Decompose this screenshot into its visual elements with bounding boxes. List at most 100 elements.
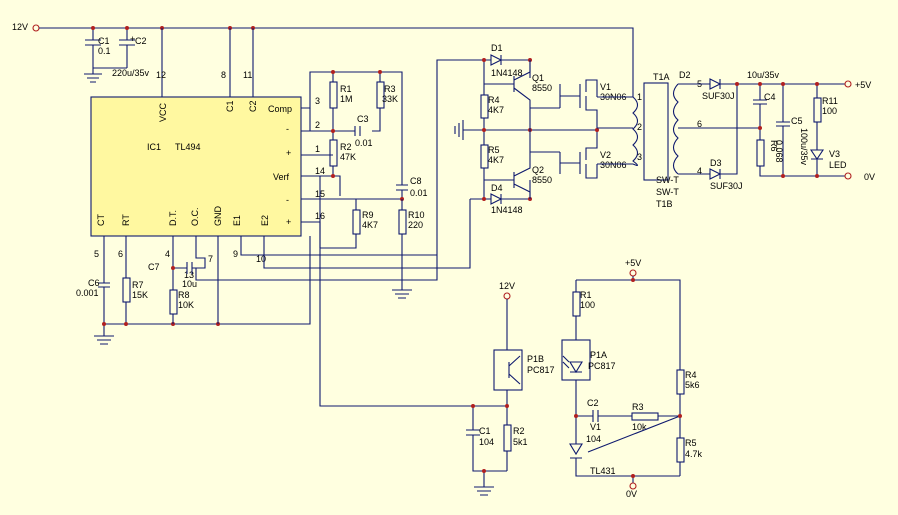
ground-driver [454,120,597,140]
svg-text:R11: R11 [822,96,838,106]
diode-d1 [470,54,531,78]
svg-text:R3: R3 [384,84,396,94]
ic1-part: TL494 [175,142,201,152]
svg-text:100: 100 [822,106,837,116]
cap-c4 [753,84,767,128]
c2-val: 220u/35v [112,68,150,78]
svg-text:+: + [286,217,291,227]
svg-text:TL431: TL431 [590,466,616,476]
svg-text:P1B: P1B [527,354,544,364]
svg-text:P1A: P1A [590,350,607,360]
svg-text:+5V: +5V [625,258,641,268]
svg-text:D1: D1 [491,43,503,53]
svg-text:E2: E2 [260,215,270,226]
ic1-ref: IC1 [147,142,161,152]
svg-text:33K: 33K [382,94,398,104]
diode-d3 [678,84,738,180]
cap-c6 [98,236,110,324]
svg-text:D4: D4 [491,183,503,193]
svg-text:0.001: 0.001 [76,288,99,298]
svg-text:8550: 8550 [532,175,552,185]
svg-text:-: - [286,195,289,205]
resistor-r1 [329,81,338,109]
svg-text:10k: 10k [632,422,647,432]
resistor-fb-r3 [631,412,659,421]
svg-text:0V: 0V [626,489,637,499]
optocoupler-p1b [493,349,523,391]
diode-d4 [470,180,531,205]
transistor-q1 [484,60,531,108]
svg-text:CT: CT [96,214,106,226]
svg-text:V1: V1 [600,82,611,92]
cap-fb-c1 [466,406,507,472]
svg-text:C2: C2 [248,100,258,112]
svg-text:100: 100 [580,300,595,310]
svg-text:V3: V3 [829,149,840,159]
diode-d2 [678,78,845,90]
svg-text:104: 104 [586,434,601,444]
svg-text:10u: 10u [182,279,197,289]
resistor-fb-r5 [676,437,685,463]
feedback-terminal-12v [503,292,511,300]
svg-text:Q2: Q2 [532,165,544,175]
svg-text:4K7: 4K7 [488,155,504,165]
svg-text:SW-T: SW-T [656,187,679,197]
svg-text:T1A: T1A [653,72,670,82]
svg-text:1: 1 [637,92,642,102]
svg-text:6: 6 [118,249,123,259]
feedback-terminal-0v [629,482,637,490]
resistor-r6 [756,139,765,167]
wire-12v-rail [39,27,634,97]
svg-text:3: 3 [315,96,320,106]
svg-text:+: + [286,148,291,158]
svg-text:SUF30J: SUF30J [710,181,743,191]
svg-text:5k6: 5k6 [685,380,700,390]
svg-text:47K: 47K [340,152,356,162]
svg-text:V2: V2 [600,150,611,160]
svg-text:220: 220 [408,220,423,230]
svg-text:3: 3 [637,152,642,162]
svg-text:C1: C1 [225,100,235,112]
svg-text:11: 11 [243,70,252,80]
svg-text:5k1: 5k1 [513,437,528,447]
svg-text:R3: R3 [632,402,644,412]
svg-text:R9: R9 [362,210,374,220]
svg-text:2: 2 [315,120,320,130]
svg-text:LED: LED [829,160,847,170]
svg-text:R5: R5 [488,145,500,155]
regulator-tl431 [569,415,681,484]
svg-text:C2: C2 [587,398,599,408]
input-terminal-12v [32,24,40,32]
svg-text:Q1: Q1 [532,73,544,83]
svg-text:R6: R6 [769,140,779,152]
svg-text:+: + [130,34,135,44]
svg-text:PC817: PC817 [527,365,555,375]
svg-text:T1B: T1B [656,199,673,209]
output-terminal-5v [844,80,852,88]
svg-text:R4: R4 [488,95,500,105]
svg-text:15K: 15K [132,290,148,300]
transformer-t1-frame [643,82,669,181]
svg-text:D3: D3 [710,158,722,168]
svg-text:VCC: VCC [158,102,168,122]
cap-c1 [85,28,101,68]
svg-text:R5: R5 [685,438,697,448]
svg-text:2: 2 [637,122,642,132]
svg-text:5: 5 [94,249,99,259]
svg-text:R1: R1 [580,290,592,300]
resistor-r7 [122,277,131,303]
svg-text:6: 6 [697,119,702,129]
transformer-secondary [672,83,679,175]
label-12v-in: 12V [12,22,28,32]
cap-c8 [301,180,408,200]
svg-text:D.T.: D.T. [168,210,178,226]
cap-c2 [119,28,135,68]
svg-text:13: 13 [184,270,194,280]
svg-text:30N06: 30N06 [600,160,627,170]
led-v3 [809,84,825,176]
feedback-terminal-5v [629,269,637,277]
svg-text:V1: V1 [590,422,601,432]
svg-text:R2: R2 [340,142,352,152]
svg-text:9: 9 [233,249,238,259]
svg-text:R10: R10 [408,210,425,220]
